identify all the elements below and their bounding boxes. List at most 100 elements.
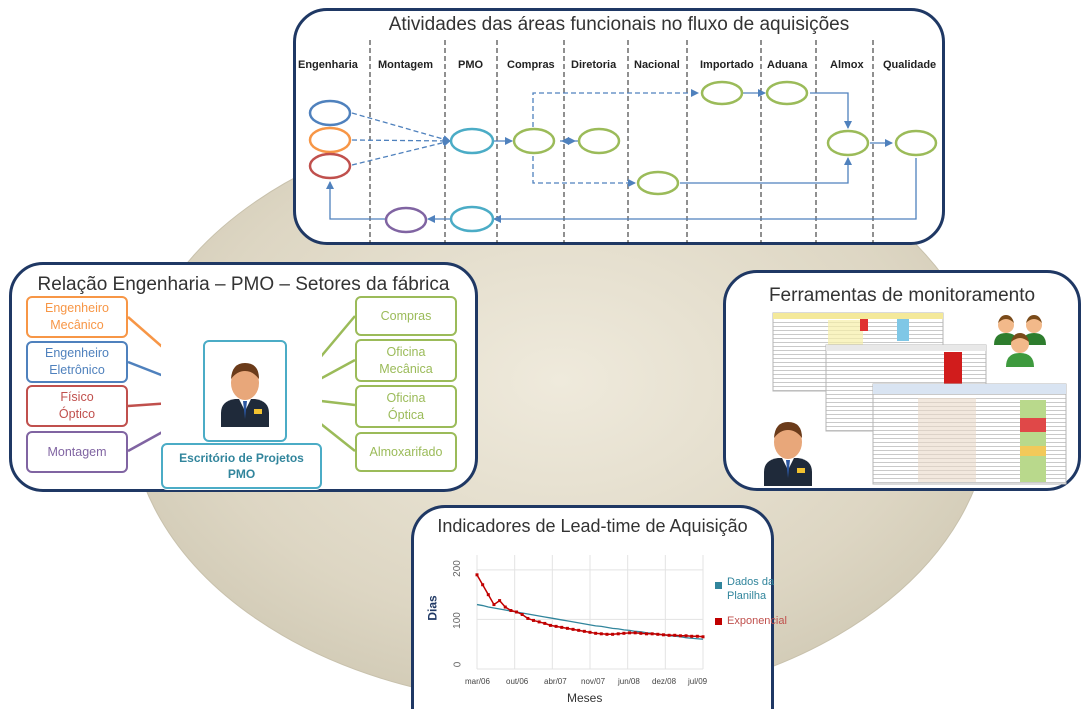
flow-eng2-pmo [351,136,451,145]
data-point [690,634,694,638]
flow-eng1-pmo [351,112,451,143]
data-point [537,620,541,624]
ytick-200: 200 [451,560,463,577]
box-engenheiro-eletronico: Engenheiro Eletrônico [26,341,128,383]
lane-diretoria: Diretoria [571,59,617,71]
lane-qualidade: Qualidade [883,59,937,71]
box-compras: Compras [355,296,457,336]
spreadsheet-3 [872,383,1067,485]
data-point [678,634,682,638]
data-point [605,632,609,636]
node-pmo-return [449,205,495,233]
data-point [565,626,569,630]
chart-ylabel: Dias [425,595,440,621]
ytick-100: 100 [451,612,463,629]
data-point [695,634,699,638]
data-point [633,631,637,635]
data-point [661,633,665,637]
ytick-0: 0 [452,661,464,668]
xtick-nov07: nov/07 [581,677,606,686]
data-point [498,599,502,603]
data-point [577,628,581,632]
data-point [554,624,558,628]
node-eng-eletronico [308,126,352,154]
node-montagem [384,206,428,234]
xtick-jun08: jun/08 [618,677,640,686]
data-point [548,623,552,627]
process-flow-panel: Atividades das áreas funcionais no fluxo… [293,8,945,245]
node-almox [826,129,870,157]
data-point [611,632,615,636]
lane-compras: Compras [507,59,555,71]
data-point [684,634,688,638]
lane-aduana: Aduana [767,59,808,71]
tools-title: Ferramentas de monitoramento [768,285,1036,306]
process-flow-title: Atividades das áreas funcionais no fluxo… [388,14,850,35]
legend-label-planilha: Dados da Planilha [727,576,775,603]
flow-compras-nacional [532,156,636,187]
relation-title: Relação Engenharia – PMO – Setores da fá… [37,274,450,295]
box-almoxarifado: Almoxarifado [355,432,457,472]
node-pmo [449,127,495,155]
node-eng-mecanico [308,99,352,127]
box-oficina-mecanica: Oficina Mecânica [355,339,457,382]
data-point [503,605,507,609]
data-point [588,630,592,634]
xtick-out06: out/06 [506,677,529,686]
data-point [622,631,626,635]
data-point [645,632,648,636]
data-point [650,632,654,636]
data-point [616,632,620,636]
flow-eng3-pmo [351,138,451,166]
lane-pmo: PMO [458,59,484,71]
xtick-jul09: jul/09 [688,677,708,686]
data-point [571,627,575,631]
data-point [520,612,524,616]
flow-nacional-almox [680,157,852,184]
data-point [560,625,564,629]
lane-separators [369,40,874,243]
legend-swatch-planilha [715,582,722,589]
data-point [656,632,660,636]
data-point [667,633,671,637]
flow-montagem-engenharia [326,181,385,220]
node-aduana [765,80,809,106]
flow-aduana-almox [810,92,852,129]
data-point [628,631,632,635]
node-importado [700,80,744,106]
node-compras [512,127,556,155]
data-point [673,633,677,637]
legend-label-exponencial: Exponencial [727,615,787,627]
chart-xlabel: Meses [567,691,603,705]
lane-engenharia: Engenharia [298,59,358,71]
leadtime-panel: Indicadores de Lead-time de Aquisição [411,505,774,709]
xtick-dez08: dez/08 [652,677,677,686]
data-point [492,603,496,607]
box-pmo-label: Escritório de Projetos PMO [161,443,322,489]
data-point [594,631,598,635]
data-point [543,621,547,625]
lane-nacional: Nacional [634,59,680,71]
lane-importado: Importado [700,59,754,71]
data-point [582,629,586,633]
node-qualidade [894,129,938,157]
data-point [515,610,519,614]
data-point [701,635,705,639]
node-nacional [636,170,680,196]
lane-montagem: Montagem [378,59,433,71]
data-series [475,573,705,639]
box-montagem: Montagem [26,431,128,473]
data-point [599,632,603,636]
legend-swatch-exponencial [715,618,722,625]
xtick-mar06: mar/06 [465,677,490,686]
flow-qualidade-pmo [493,158,917,223]
node-diretoria [577,127,621,155]
data-point [475,573,479,577]
lane-almox: Almox [830,59,864,71]
data-point [509,609,513,613]
flow-compras-importado [532,89,699,127]
